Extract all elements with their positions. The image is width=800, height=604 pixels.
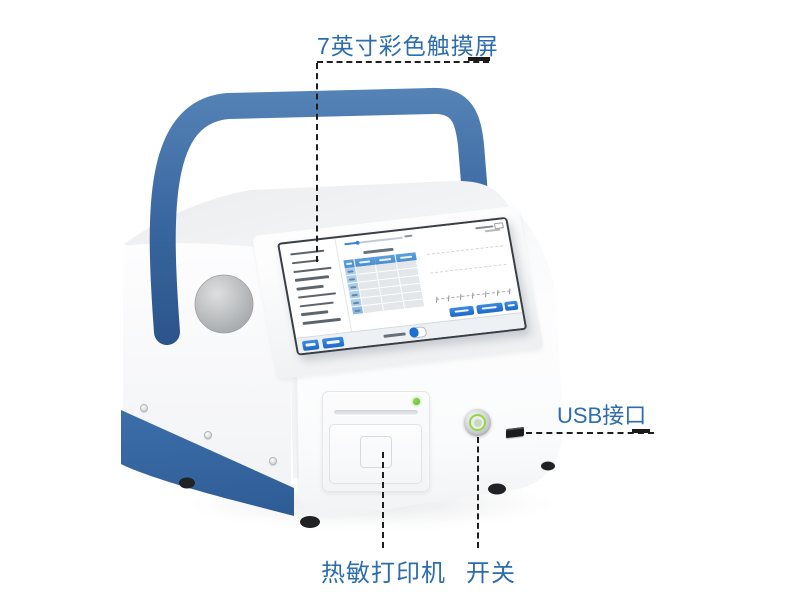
power-ring-icon (469, 414, 486, 431)
thermal-printer (322, 391, 430, 492)
axis-tick (460, 293, 462, 300)
printer-annotation-label: 热敏打印机 (321, 560, 446, 587)
screw-icon (204, 431, 212, 439)
axis-tick (435, 296, 438, 303)
usb-annotation-label: USB接口 (557, 403, 647, 428)
axis-tick (484, 290, 487, 297)
handle-front (149, 88, 445, 345)
screen-menu-item (296, 283, 336, 291)
screen-menu-item (291, 258, 332, 265)
touchscreen-annotation-label: 7英寸彩色触摸屏 (317, 33, 499, 59)
device-foot (541, 461, 555, 471)
axis-tick (496, 289, 499, 296)
axis-tick (448, 295, 450, 302)
screen-menu-item (297, 292, 338, 299)
chart-gridline (426, 245, 504, 255)
screen-menu-item (302, 318, 343, 325)
power-button (464, 409, 491, 436)
slider-knob-icon (355, 240, 361, 246)
screw-icon (269, 457, 277, 465)
callout-line-printer (382, 452, 384, 548)
callout-end-touchscreen (468, 57, 490, 61)
callout-line-power (477, 437, 479, 548)
screen-button (448, 305, 475, 318)
screen-menu-item (293, 266, 333, 274)
screen-menu-item (290, 249, 330, 256)
handle-hinge-knob (194, 274, 254, 334)
printer-door (329, 424, 422, 484)
callout-line-usb (526, 432, 654, 434)
screen-chart-area (415, 218, 523, 323)
screen-status-subtext (484, 228, 501, 232)
toggle-knob-icon (408, 327, 420, 338)
screen-data-table (343, 252, 426, 316)
power-annotation-label: 开关 (466, 560, 516, 587)
screw-icon (140, 404, 148, 412)
printer-door-latch (360, 436, 392, 468)
callout-end-usb (632, 429, 650, 433)
callout-line-touchscreen (317, 61, 489, 63)
screen-menu-item (300, 309, 341, 317)
chart-x-axis (435, 288, 511, 303)
screen-toggle-switch (408, 326, 428, 339)
screen-button (301, 338, 320, 351)
device-base-band (121, 410, 294, 516)
device-foot (179, 477, 195, 489)
screen-button (503, 300, 519, 311)
table-cell (362, 303, 385, 315)
device-foot (488, 483, 506, 495)
table-body (344, 260, 426, 316)
chart-gridline (430, 263, 507, 274)
device-foot (300, 516, 320, 528)
axis-tick (472, 292, 474, 299)
table-cell (383, 301, 405, 312)
chart-axis-ticks (435, 288, 511, 303)
screen-menu-item (299, 301, 339, 308)
screen-table-title (363, 247, 394, 254)
printer-status-led-icon (413, 398, 420, 405)
screen-button (475, 301, 504, 315)
callout-line-touchscreen (316, 63, 318, 262)
toggle-label-text (383, 332, 406, 338)
printer-paper-slot (334, 410, 418, 415)
screen-button (321, 336, 345, 349)
table-cell (403, 299, 426, 310)
screen-progress-slider (344, 236, 403, 246)
axis-tick (508, 288, 511, 295)
screen-menu-item (294, 275, 335, 282)
